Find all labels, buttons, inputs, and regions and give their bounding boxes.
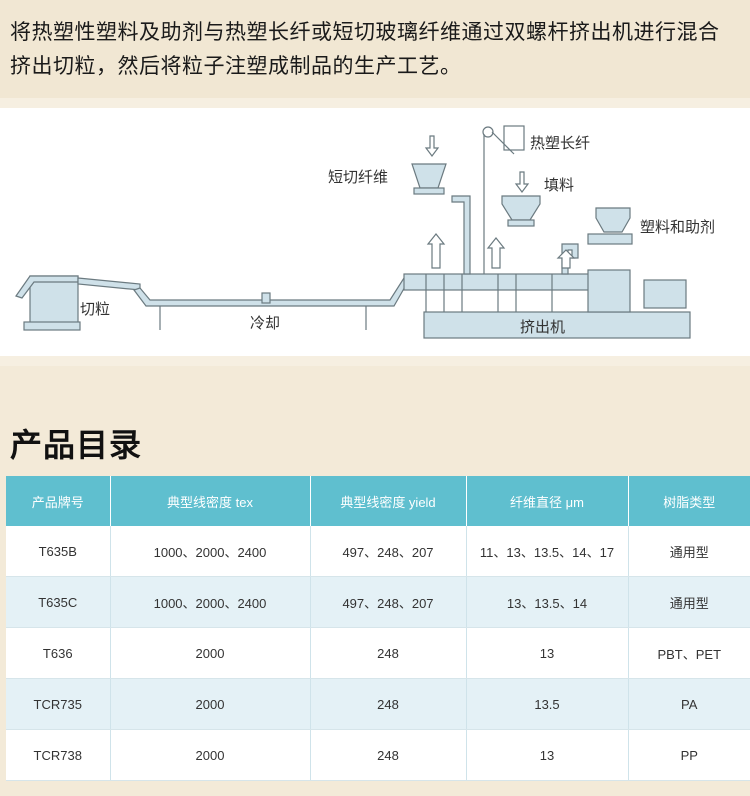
- process-diagram-svg: 短切纤维 热塑长纤 填料 塑料和助剂 切粒 冷却 挤出机: [15, 125, 715, 339]
- table-row: TCR738 2000 248 13 PP: [6, 729, 750, 781]
- table-cell: 248: [309, 729, 466, 781]
- column-header: 典型线密度 yield: [309, 476, 466, 526]
- short-fiber-feed-pipe: [451, 195, 471, 275]
- table-row: T635B 1000、2000、2400 497、248、207 11、13、1…: [6, 526, 750, 577]
- vent-arrow-icon: [556, 249, 576, 269]
- table-cell: 1000、2000、2400: [109, 526, 310, 577]
- table-cell: 248: [309, 627, 466, 679]
- filler-hopper: [501, 195, 541, 227]
- table-cell: 2000: [109, 678, 310, 730]
- table-cell: T635C: [6, 576, 110, 628]
- extruder-base: [423, 311, 691, 339]
- product-catalog: 产品目录 产品牌号 典型线密度 tex 典型线密度 yield 纤维直径 μm …: [0, 366, 750, 796]
- label-cooling: 冷却: [250, 314, 280, 332]
- table-row: T636 2000 248 13 PBT、PET: [6, 627, 750, 679]
- table-cell: 通用型: [627, 576, 750, 628]
- vent-arrow-icon: [486, 237, 506, 269]
- label-plastic-additive: 塑料和助剂: [640, 218, 715, 236]
- table-cell: PBT、PET: [627, 627, 750, 679]
- table-cell: PP: [627, 729, 750, 781]
- table-cell: 497、248、207: [309, 576, 466, 628]
- column-header: 典型线密度 tex: [109, 476, 310, 526]
- feed-arrow-icon: [514, 171, 530, 193]
- table-row: T635C 1000、2000、2400 497、248、207 13、13.5…: [6, 576, 750, 628]
- label-pelletizing: 切粒: [80, 300, 110, 318]
- table-cell: PA: [627, 678, 750, 730]
- long-fiber-line: [482, 125, 525, 274]
- column-header: 纤维直径 μm: [465, 476, 628, 526]
- label-filler: 填料: [544, 176, 574, 194]
- cooling-trough: [77, 277, 412, 330]
- table-cell: 13: [465, 627, 628, 679]
- label-extruder: 挤出机: [520, 318, 565, 336]
- table-cell: 1000、2000、2400: [109, 576, 310, 628]
- table-row: TCR735 2000 248 13.5 PA: [6, 678, 750, 730]
- table-cell: 2000: [109, 729, 310, 781]
- vent-arrow-icon: [426, 233, 446, 269]
- table-cell: 497、248、207: [309, 526, 466, 577]
- column-header: 树脂类型: [627, 476, 750, 526]
- table-cell: T636: [6, 627, 110, 679]
- label-short-fiber: 短切纤维: [328, 168, 388, 186]
- short-fiber-hopper: [411, 163, 447, 195]
- table-cell: T635B: [6, 526, 110, 577]
- table-cell: 11、13、13.5、14、17: [465, 526, 628, 577]
- table-header-row: 产品牌号 典型线密度 tex 典型线密度 yield 纤维直径 μm 树脂类型: [6, 476, 750, 526]
- table-cell: 13.5: [465, 678, 628, 730]
- pelletizer-machine: [15, 275, 81, 331]
- intro-text: 将热塑性塑料及助剂与热塑长纤或短切玻璃纤维通过双螺杆挤出机进行混合挤出切粒，然后…: [10, 20, 720, 78]
- table-cell: TCR735: [6, 678, 110, 730]
- table-cell: TCR738: [6, 729, 110, 781]
- table-cell: 13: [465, 729, 628, 781]
- product-table: 产品牌号 典型线密度 tex 典型线密度 yield 纤维直径 μm 树脂类型 …: [6, 476, 750, 781]
- process-diagram: 短切纤维 热塑长纤 填料 塑料和助剂 切粒 冷却 挤出机: [0, 108, 750, 356]
- intro-section: 将热塑性塑料及助剂与热塑长纤或短切玻璃纤维通过双螺杆挤出机进行混合挤出切粒，然后…: [0, 0, 750, 98]
- table-cell: 通用型: [627, 526, 750, 577]
- extruder-barrel: [403, 269, 687, 313]
- label-long-fiber: 热塑长纤: [530, 134, 590, 152]
- table-cell: 248: [309, 678, 466, 730]
- catalog-title: 产品目录: [10, 426, 143, 464]
- table-cell: 13、13.5、14: [465, 576, 628, 628]
- table-cell: 2000: [109, 627, 310, 679]
- plastic-additive-hopper: [587, 207, 633, 245]
- feed-arrow-icon: [424, 135, 440, 157]
- column-header: 产品牌号: [6, 476, 110, 526]
